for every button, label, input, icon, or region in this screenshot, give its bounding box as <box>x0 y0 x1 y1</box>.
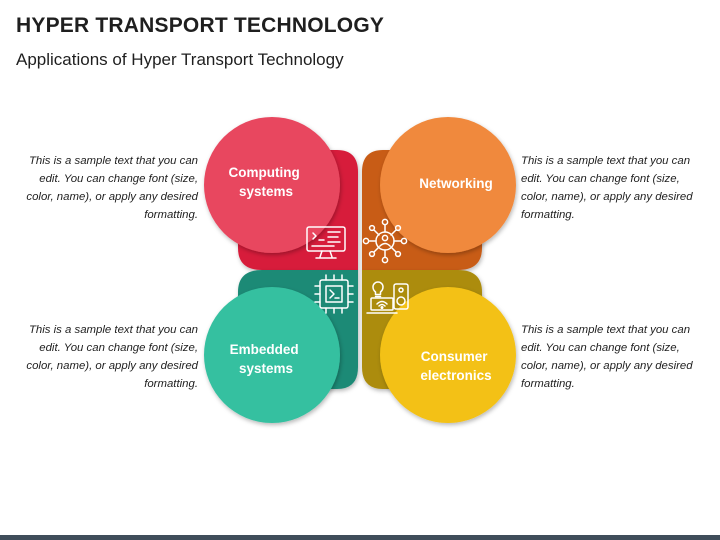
microchip-icon <box>314 274 354 314</box>
slide-subtitle: Applications of Hyper Transport Technolo… <box>16 50 344 69</box>
label-embedded-systems: Embedded systems <box>230 342 303 376</box>
segment-computing-systems: Computing systems <box>204 117 358 270</box>
segment-consumer-electronics: Consumer electronics <box>362 270 516 423</box>
label-computing-systems: Computing systems <box>229 165 304 199</box>
description-networking: This is a sample text that you can edit.… <box>521 155 693 221</box>
description-computing-systems: This is a sample text that you can edit.… <box>26 155 198 221</box>
network-hub-icon <box>362 218 408 264</box>
footer-bar <box>0 535 720 540</box>
circle-networking <box>380 117 516 253</box>
segment-embedded-systems: Embedded systems <box>204 270 358 423</box>
segment-networking: Networking <box>362 117 516 270</box>
circle-computing-systems <box>204 117 340 253</box>
description-embedded-systems: This is a sample text that you can edit.… <box>26 324 198 390</box>
label-consumer-electronics: Consumer electronics <box>420 349 491 383</box>
laptop-lightbulb-speaker-icon <box>366 281 409 314</box>
label-networking: Networking <box>419 176 493 191</box>
description-consumer-electronics: This is a sample text that you can edit.… <box>521 324 693 390</box>
circle-embedded-systems <box>204 287 340 423</box>
slide-title: HYPER TRANSPORT TECHNOLOGY <box>16 14 385 37</box>
circle-consumer-electronics <box>380 287 516 423</box>
computer-monitor-code-icon <box>306 226 346 259</box>
